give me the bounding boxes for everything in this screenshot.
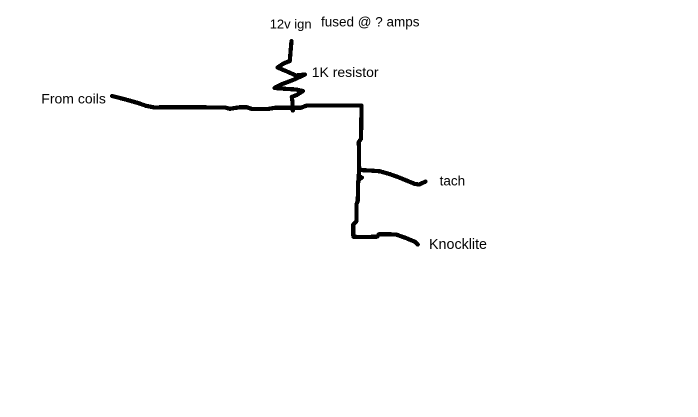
svg-text:Knocklite: Knocklite xyxy=(429,237,487,253)
svg-text:From coils: From coils xyxy=(41,91,106,107)
svg-text:12v ign: 12v ign xyxy=(270,17,312,32)
svg-text:1K resistor: 1K resistor xyxy=(312,64,379,80)
svg-text:tach: tach xyxy=(440,174,466,189)
svg-text:fused @ ? amps: fused @ ? amps xyxy=(321,14,420,29)
